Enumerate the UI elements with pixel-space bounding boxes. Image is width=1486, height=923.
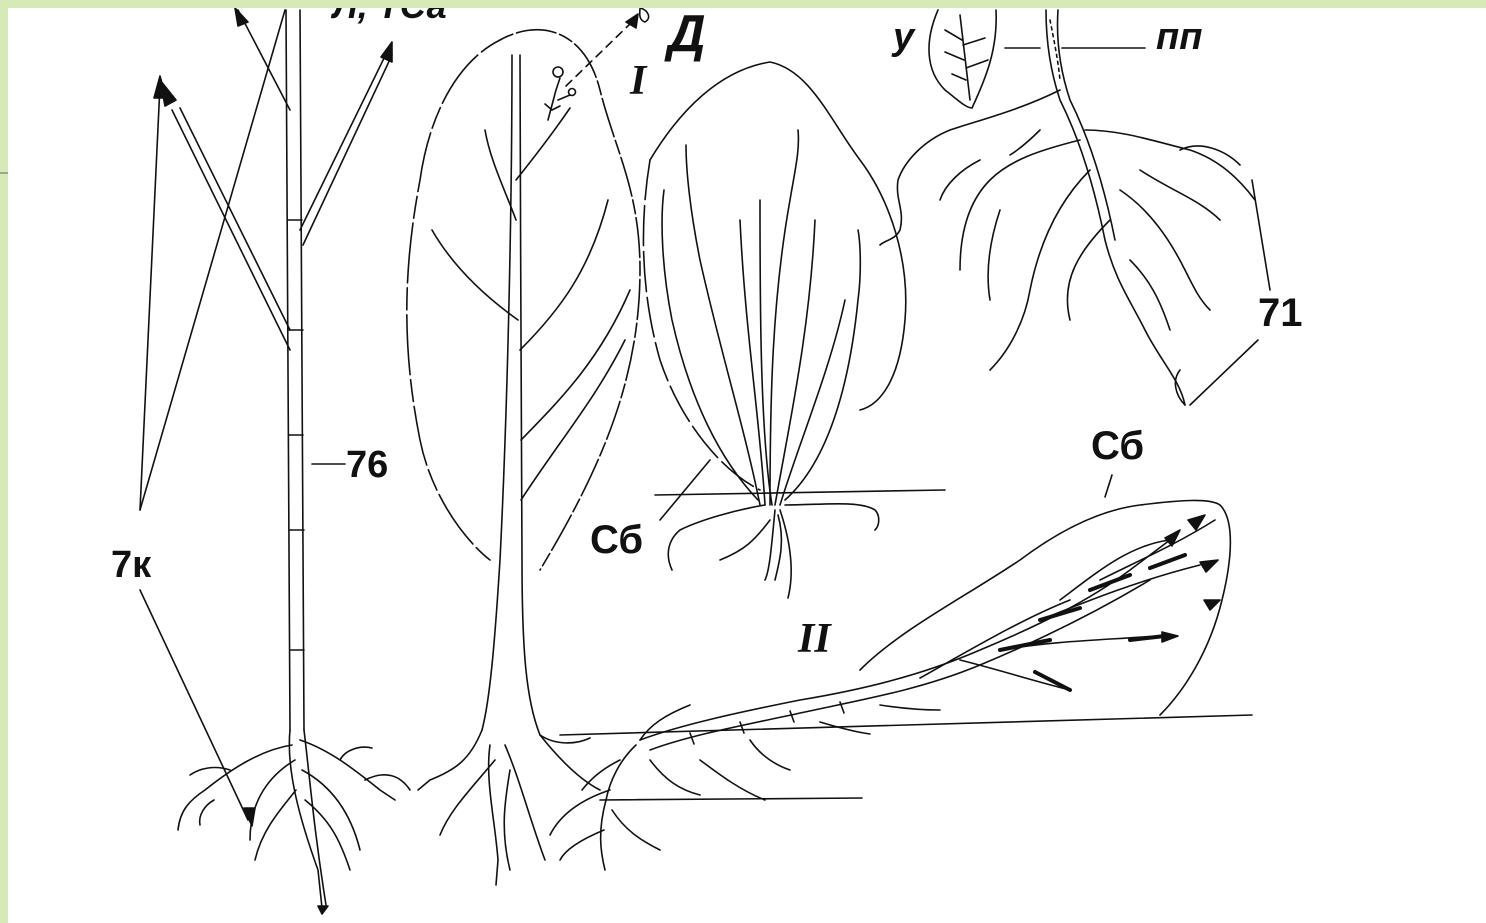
label-roman-two: II	[798, 618, 831, 660]
tree-figure-one	[407, 8, 649, 885]
bush-figure	[643, 62, 945, 598]
label-sb-bush: Сб	[590, 520, 643, 560]
rhizome-plant	[880, 10, 1270, 405]
diagram-canvas: Л, ТСа Д I II у пп 71 76 7к Сб Сб	[8, 8, 1486, 923]
label-roman-one: I	[630, 60, 646, 102]
creeping-shoot	[550, 500, 1252, 870]
label-top-cut: Л, ТСа	[333, 8, 447, 24]
label-d: Д	[668, 8, 706, 60]
label-76: 76	[346, 446, 388, 484]
label-pp: пп	[1156, 18, 1202, 56]
label-7k-leaders	[140, 10, 285, 826]
label-71: 71	[1258, 293, 1303, 333]
edge-tick	[0, 172, 8, 174]
label-u: у	[893, 18, 914, 56]
label-leaders	[312, 460, 1112, 520]
label-sb-creeping: Сб	[1091, 426, 1144, 466]
plant-growth-forms-diagram	[8, 8, 1486, 923]
label-7k: 7к	[111, 546, 151, 584]
